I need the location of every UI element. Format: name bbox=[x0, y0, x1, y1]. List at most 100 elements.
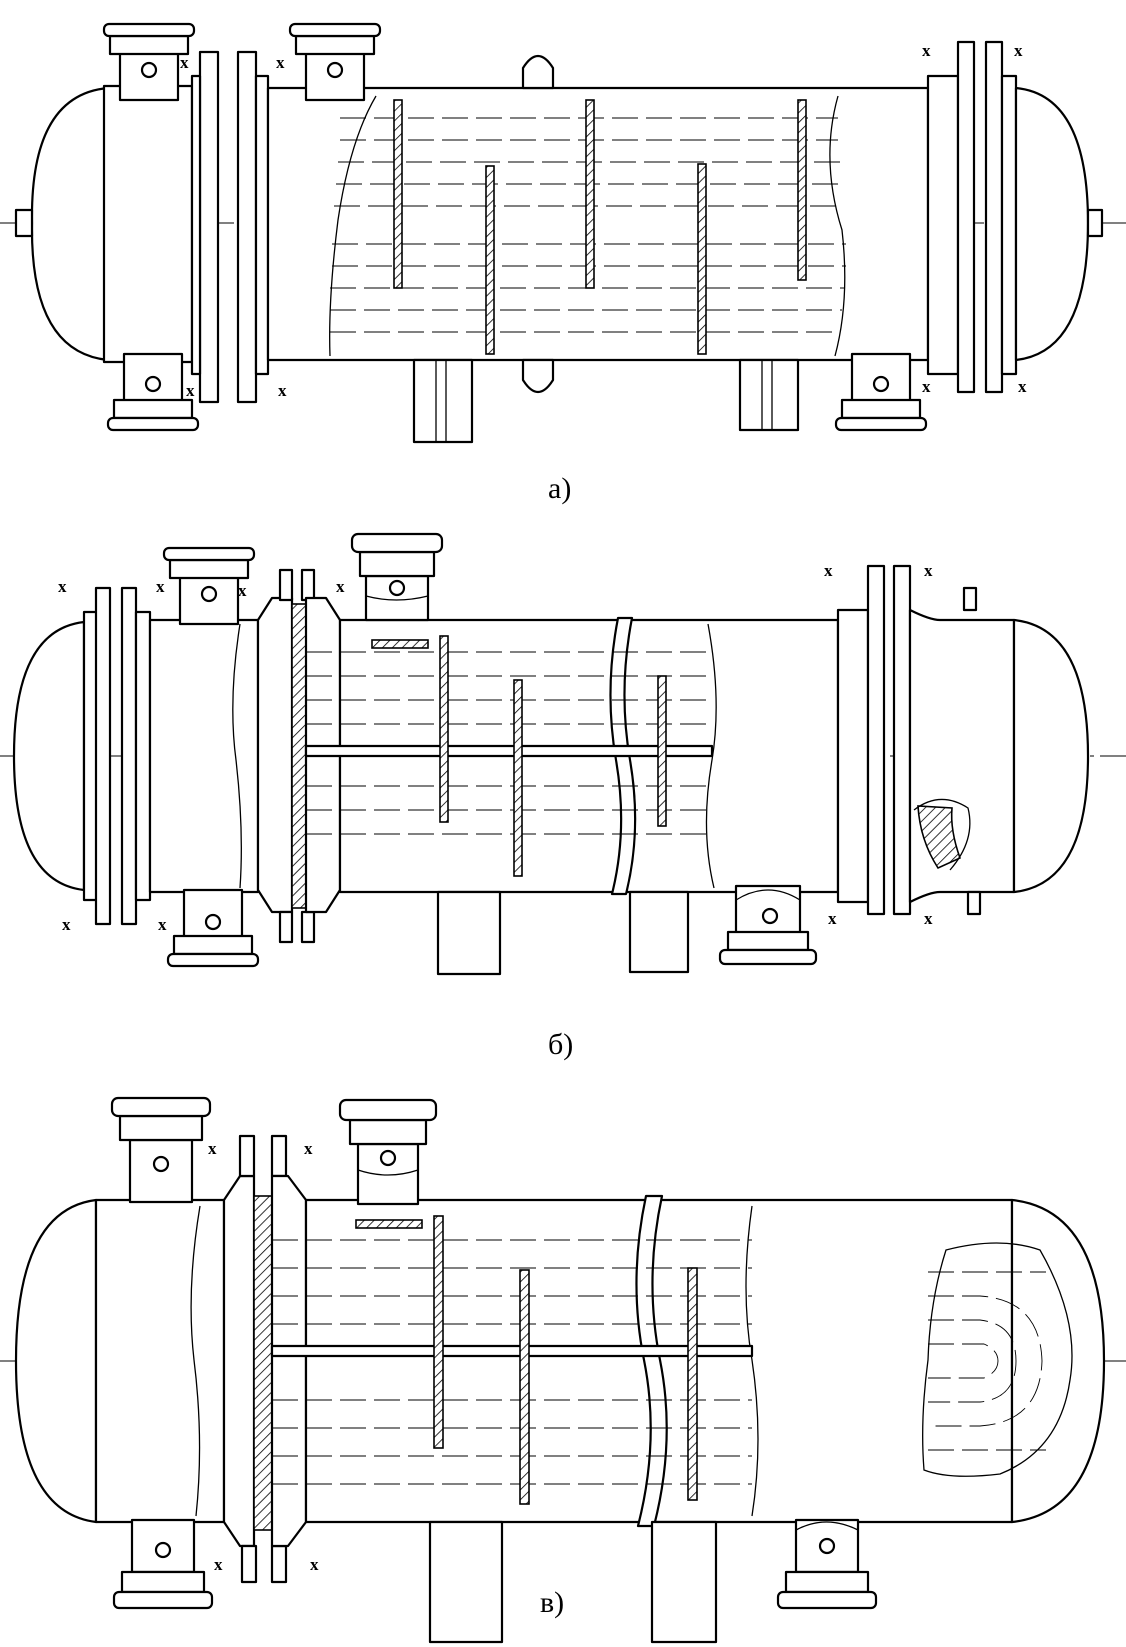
left-flange-collar-2 bbox=[254, 74, 270, 376]
support-leg bbox=[428, 1520, 504, 1644]
floating-head-cutaway bbox=[913, 798, 971, 871]
left-flange-collar bbox=[190, 74, 202, 376]
nozzle-bottom-left bbox=[106, 352, 200, 432]
impingement-plate bbox=[355, 1219, 423, 1229]
tubesheet bbox=[253, 1195, 273, 1531]
baffle bbox=[687, 1267, 698, 1501]
baffle bbox=[697, 163, 707, 355]
nozzle-top-right bbox=[288, 22, 382, 102]
baffle bbox=[485, 165, 495, 355]
nozzle-bottom-left bbox=[166, 888, 260, 968]
left-chamber bbox=[94, 1198, 226, 1524]
support-leg bbox=[412, 358, 474, 444]
nozzle-bottom-right bbox=[834, 352, 928, 432]
figure-v-u-tube-exchanger: x x x x в) bbox=[0, 1096, 1126, 1644]
cutaway-edge bbox=[232, 623, 242, 889]
vent-nozzle bbox=[1086, 208, 1104, 238]
caption-a: а) bbox=[548, 472, 571, 505]
left-flange-1 bbox=[198, 50, 220, 404]
cutaway-edge bbox=[329, 95, 377, 357]
nozzle-top-inlet bbox=[350, 532, 444, 622]
tubesheet-flange bbox=[222, 1174, 256, 1548]
u-bend-tube bbox=[928, 1319, 1017, 1403]
baffle bbox=[393, 99, 403, 289]
support-leg bbox=[436, 890, 502, 976]
baffle bbox=[519, 1269, 530, 1505]
expansion-joint-bottom bbox=[521, 358, 555, 394]
flange-mark: x bbox=[922, 377, 931, 396]
cutaway-edge bbox=[190, 1205, 201, 1517]
vent-nozzle bbox=[962, 586, 978, 612]
u-bend-tube bbox=[928, 1295, 1043, 1427]
right-head bbox=[1014, 86, 1090, 362]
flange-mark: x bbox=[828, 909, 837, 928]
nozzle-bottom-left bbox=[112, 1518, 214, 1610]
baffle bbox=[433, 1215, 444, 1449]
tubesheet-flange bbox=[256, 596, 294, 914]
flange-mark: x bbox=[924, 561, 933, 580]
flange-mark: x bbox=[278, 381, 287, 400]
flange-mark: x bbox=[158, 915, 167, 934]
right-flange-2 bbox=[892, 564, 912, 916]
flange-mark: x bbox=[208, 1139, 217, 1158]
flange-mark: x bbox=[180, 53, 189, 72]
right-flange-collar bbox=[926, 74, 960, 376]
left-head bbox=[30, 86, 110, 362]
shell-cover bbox=[908, 608, 1016, 904]
pass-partition bbox=[304, 744, 714, 758]
tubesheet-flange-top bbox=[270, 1134, 288, 1178]
pass-partition bbox=[270, 1344, 754, 1358]
tubesheet-flange-top bbox=[278, 568, 294, 602]
tubesheet-flange-bottom bbox=[270, 1544, 288, 1584]
expansion-joint-top bbox=[521, 54, 555, 90]
flange-mark: x bbox=[336, 577, 345, 596]
flange-mark: x bbox=[1018, 377, 1027, 396]
flange-mark: x bbox=[1014, 41, 1023, 60]
flange-mark: x bbox=[304, 1139, 313, 1158]
left-flange-2 bbox=[236, 50, 258, 404]
nozzle-top-left bbox=[110, 1096, 212, 1204]
baffle bbox=[657, 675, 667, 827]
drain-nozzle bbox=[14, 208, 34, 238]
tubesheet-flange-top bbox=[238, 1134, 256, 1178]
u-bend-cutaway bbox=[922, 1242, 1073, 1477]
flange-mark: x bbox=[310, 1555, 319, 1574]
figure-a-fixed-tubesheet-exchanger: x x x x x x x x а) bbox=[0, 22, 1126, 505]
impingement-plate bbox=[371, 639, 429, 649]
shell bbox=[266, 86, 930, 362]
flange-mark: x bbox=[238, 581, 247, 600]
flange-mark: x bbox=[62, 915, 71, 934]
left-head bbox=[12, 620, 86, 892]
u-bend-tube bbox=[928, 1343, 999, 1379]
cutaway-edge bbox=[705, 623, 717, 889]
baffle bbox=[513, 679, 523, 877]
right-flange-collar-2 bbox=[1000, 74, 1018, 376]
flange-mark: x bbox=[824, 561, 833, 580]
figure-b-floating-head-exchanger: x x x x x x x x x x б) bbox=[0, 532, 1126, 1061]
right-head bbox=[1010, 1198, 1106, 1524]
flange-mark: x bbox=[58, 577, 67, 596]
left-chamber bbox=[148, 618, 260, 894]
tubesheet-flange-bottom bbox=[300, 910, 316, 944]
shell-flange bbox=[270, 1174, 308, 1548]
nozzle-bottom-right bbox=[776, 1518, 878, 1610]
caption-v: в) bbox=[540, 1586, 564, 1619]
flange-mark: x bbox=[922, 41, 931, 60]
tubesheet-flange-bottom bbox=[240, 1544, 258, 1584]
nozzle-top-inlet bbox=[338, 1098, 438, 1206]
left-chamber bbox=[102, 84, 194, 364]
nozzle-bottom-right bbox=[718, 884, 818, 966]
tube-bundle bbox=[272, 1239, 752, 1485]
right-flange-1 bbox=[956, 40, 976, 394]
support-leg bbox=[650, 1520, 718, 1644]
left-head bbox=[14, 1198, 98, 1524]
tubesheet bbox=[291, 603, 307, 909]
nozzle-top-left bbox=[162, 546, 256, 626]
floating-head-section bbox=[917, 805, 962, 870]
baffle bbox=[439, 635, 449, 823]
cutaway-edge-right bbox=[829, 95, 846, 357]
left-flange-collar-2 bbox=[134, 610, 152, 902]
tubesheet-flange-bottom bbox=[278, 910, 294, 944]
support-leg bbox=[738, 358, 800, 432]
